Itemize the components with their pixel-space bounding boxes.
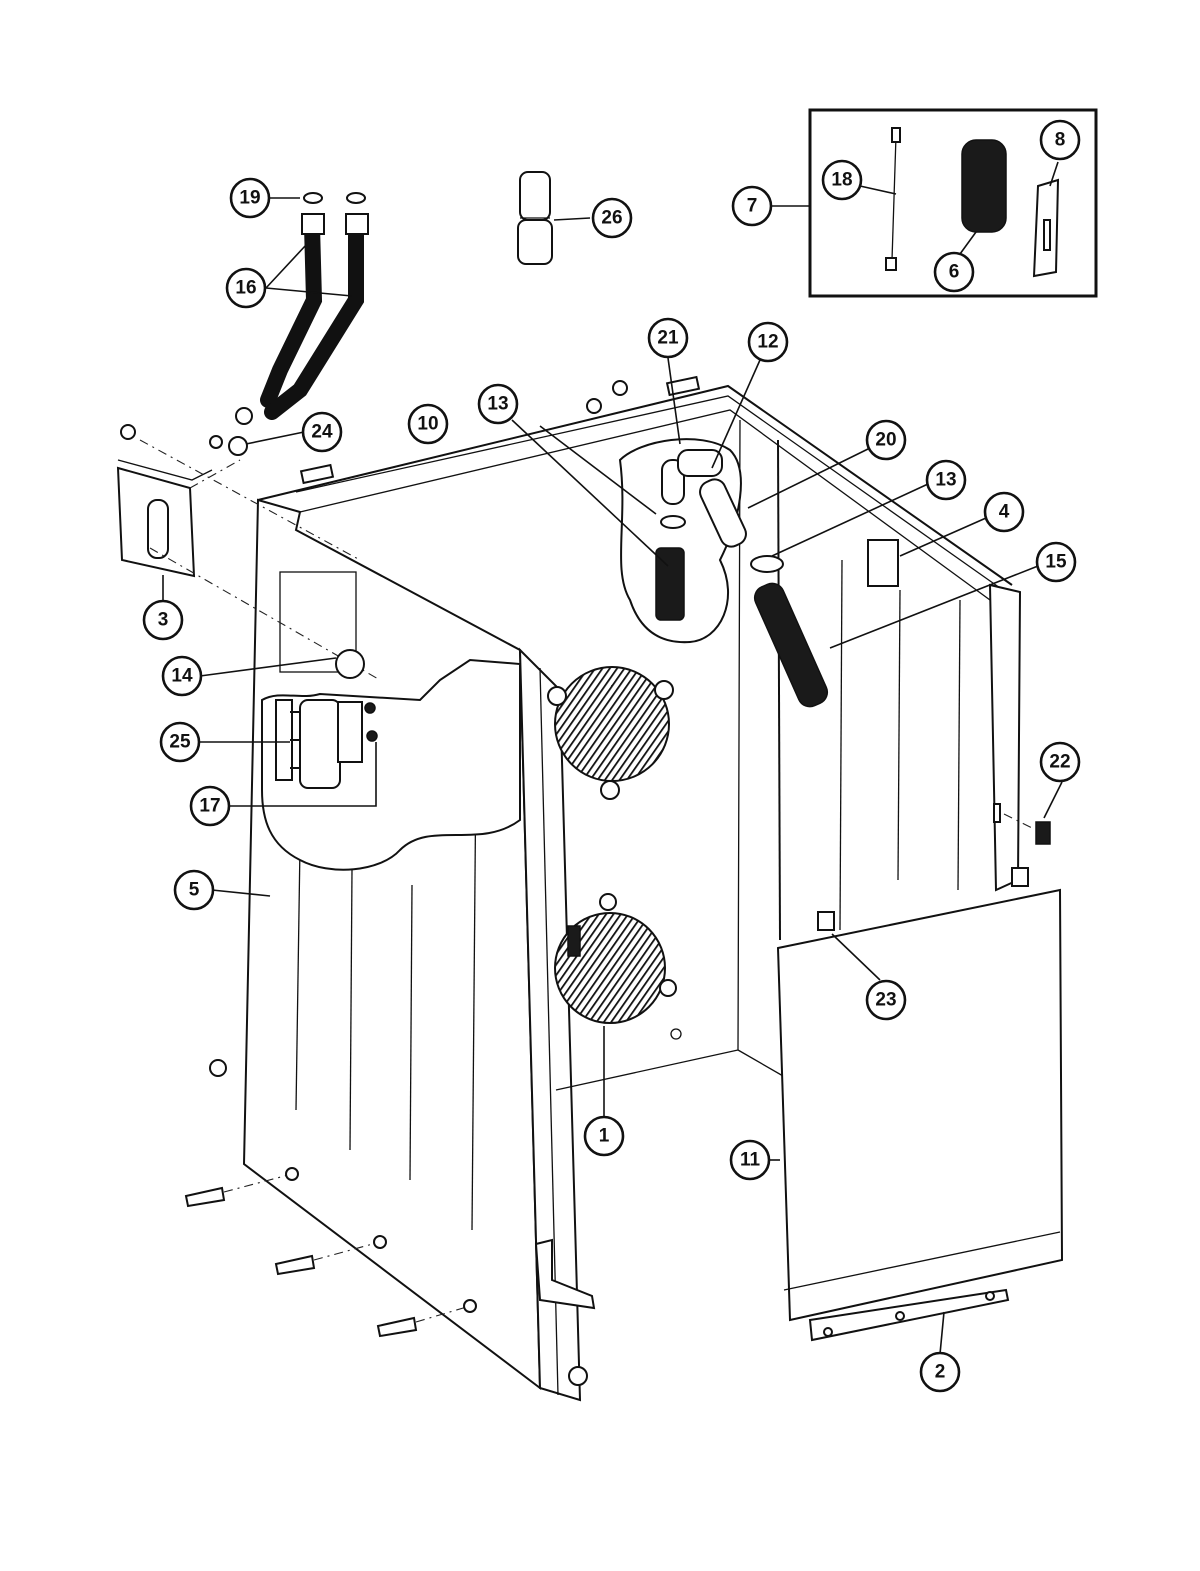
callout-14: 14: [161, 655, 203, 697]
callout-6: 6: [933, 251, 975, 293]
latch-clip: [993, 803, 1051, 845]
callout-25-label: 25: [169, 732, 191, 753]
callout-4-label: 4: [999, 502, 1010, 523]
callout-26: 26: [591, 197, 633, 239]
callout-1-label: 1: [599, 1126, 610, 1147]
callout-7-label: 7: [747, 196, 758, 217]
callout-15: 15: [1035, 541, 1077, 583]
callout-2-label: 2: [935, 1362, 946, 1383]
callout-18: 18: [821, 159, 863, 201]
callout-14-label: 14: [171, 666, 193, 687]
callout-20-label: 20: [875, 430, 896, 451]
screws: [184, 1059, 596, 1386]
callout-24: 24: [301, 411, 343, 453]
leader-lines: [162, 161, 1063, 1355]
callout-21-label: 21: [657, 328, 679, 349]
callout-13-right-label: 13: [935, 470, 956, 491]
top-hardware: [299, 375, 701, 485]
inlet-hoses: [228, 192, 369, 456]
callout-21: 21: [647, 317, 689, 359]
callout-5-label: 5: [189, 880, 200, 901]
callout-8-label: 8: [1055, 130, 1066, 151]
callout-13-top-label: 13: [487, 394, 508, 415]
callout-16-label: 16: [235, 278, 256, 299]
front-panel: [776, 867, 1064, 1342]
callout-13-right: 13: [925, 459, 967, 501]
callout-11: 11: [729, 1139, 771, 1181]
callout-5: 5: [173, 869, 215, 911]
callout-19: 19: [229, 177, 271, 219]
callout-12: 12: [747, 321, 789, 363]
mounting-bracket: [116, 424, 381, 681]
callout-1: 1: [583, 1115, 625, 1157]
callout-22: 22: [1039, 741, 1081, 783]
callout-23-label: 23: [875, 990, 896, 1011]
callout-3: 3: [142, 599, 184, 641]
callout-12-label: 12: [757, 332, 778, 353]
hose-connector: [517, 171, 553, 265]
callout-26-label: 26: [601, 208, 622, 229]
callout-17: 17: [189, 785, 231, 827]
callout-15-label: 15: [1045, 552, 1067, 573]
callout-24-label: 24: [311, 422, 333, 443]
callout-8: 8: [1039, 119, 1081, 161]
callout-23: 23: [865, 979, 907, 1021]
callout-6-label: 6: [949, 262, 960, 283]
pad: [867, 539, 899, 587]
callout-13-top: 13: [477, 383, 519, 425]
callout-2: 2: [919, 1351, 961, 1393]
callout-20: 20: [865, 419, 907, 461]
callout-10: 10: [407, 403, 449, 445]
drain-hoses: [655, 449, 829, 708]
access-covers: [547, 666, 682, 1040]
callout-18-label: 18: [831, 170, 852, 191]
callout-10-label: 10: [417, 414, 438, 435]
callout-22-label: 22: [1049, 752, 1070, 773]
callout-11-label: 11: [740, 1150, 761, 1171]
callout-19-label: 19: [239, 188, 260, 209]
callouts: 19 16 26 7 18 8 6 21 12 24 10 13 20 13 4…: [142, 119, 1081, 1393]
callout-16: 16: [225, 267, 267, 309]
callout-3-label: 3: [158, 610, 169, 631]
callout-17-label: 17: [199, 796, 220, 817]
water-valve: [275, 649, 378, 789]
callout-25: 25: [159, 721, 201, 763]
callout-7: 7: [731, 185, 773, 227]
callout-4: 4: [983, 491, 1025, 533]
